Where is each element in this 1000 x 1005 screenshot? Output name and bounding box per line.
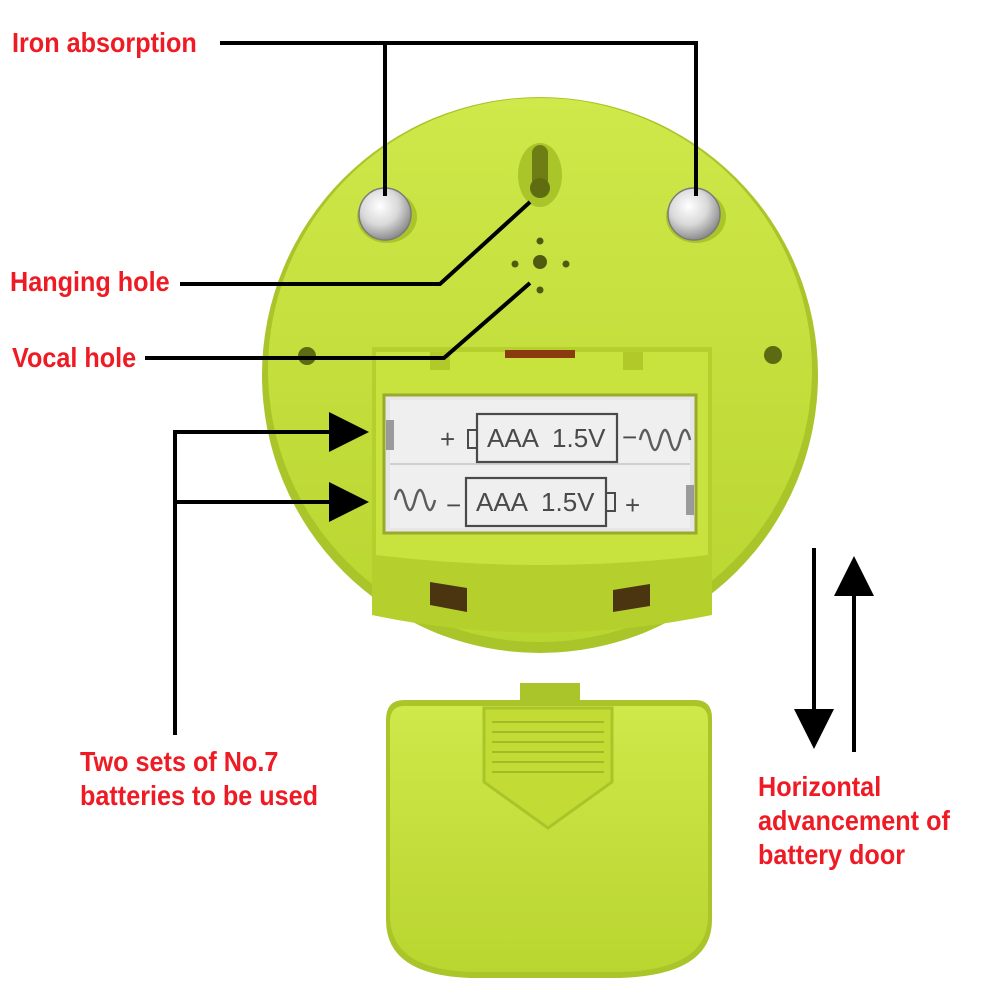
battery-top-plus: + [440,424,455,454]
vocal-hole [511,237,570,294]
label-door-line3: battery door [758,839,906,870]
leader-vocal-hole [145,281,532,360]
magnet-left [357,187,417,243]
battery-top-spec: AAA 1.5V [487,423,606,453]
hanging-hole [518,143,562,207]
leader-lines [145,41,874,752]
leader-iron-absorption [220,41,698,196]
label-door-line2: advancement of [758,805,950,836]
spring-bottom-left [393,488,437,512]
label-batteries-line2: batteries to be used [80,780,319,811]
battery-bottom-minus: − [446,490,461,520]
magnet-right [666,187,726,243]
label-iron-absorption: Iron absorption [12,27,197,58]
battery-compartment: + AAA 1.5V − − AAA 1.5V + [372,347,712,633]
label-batteries-line1: Two sets of No.7 [80,746,279,777]
battery-bottom-plus: + [625,490,640,520]
label-vocal-hole: Vocal hole [12,342,137,373]
screw-hole-right [764,346,782,364]
label-door-line1: Horizontal [758,771,882,802]
leader-hanging-hole [180,200,532,286]
battery-top-minus: − [622,422,637,452]
label-batteries: Two sets of No.7 batteries to be used [80,745,318,813]
spring-top-right [638,428,692,452]
battery-door [386,683,712,978]
battery-bottom-spec: AAA 1.5V [476,487,595,517]
label-hanging-hole: Hanging hole [10,266,170,297]
leader-batteries [173,412,369,735]
label-battery-door: Horizontal advancement of battery door [758,770,950,872]
